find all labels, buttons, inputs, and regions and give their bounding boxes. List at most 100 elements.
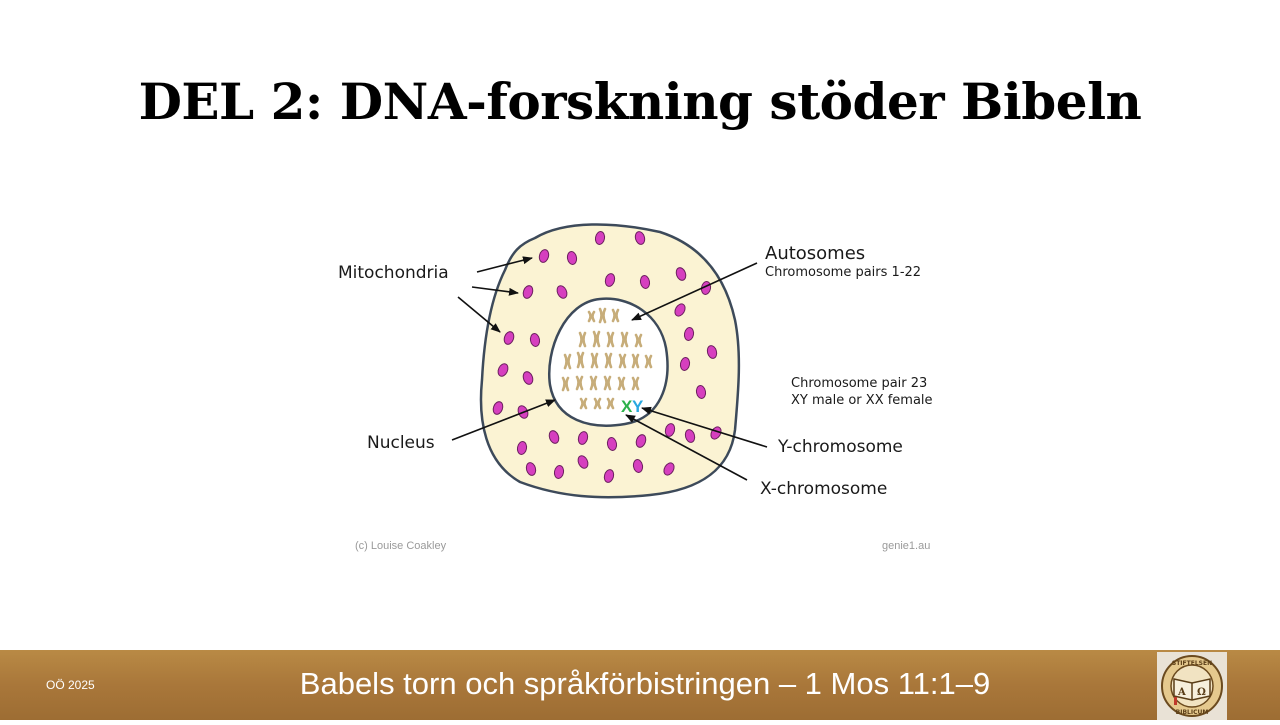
chromosome <box>611 308 616 323</box>
x-chromosome-letter: X <box>621 397 633 416</box>
mitochondrion <box>566 251 578 265</box>
chromosome <box>604 352 609 369</box>
mitochondrion <box>683 327 695 341</box>
mitochondrion <box>594 231 606 245</box>
mitochondrion <box>674 303 686 317</box>
chromosome <box>561 376 566 392</box>
footer-center-text: Babels torn och språkförbistringen – 1 M… <box>299 666 991 701</box>
mitochondrion <box>684 429 696 443</box>
mitochondrion <box>695 385 707 399</box>
chromosome <box>589 375 594 391</box>
mitochondrion <box>679 357 691 371</box>
mitochondrion <box>632 459 644 473</box>
mitochondrion <box>577 455 589 469</box>
label-arrows <box>451 256 768 481</box>
chromosome <box>615 308 620 323</box>
chromosome <box>610 331 615 348</box>
chromosome <box>621 376 626 391</box>
chromosome <box>606 331 611 348</box>
chromosome <box>624 331 629 348</box>
mitochondria-arrow <box>457 296 501 333</box>
chromosome <box>593 375 598 391</box>
chromosome <box>618 353 623 369</box>
chromosome <box>593 397 598 410</box>
chromosome <box>635 376 640 391</box>
chromosome <box>576 351 581 369</box>
pair23-label-line1: Chromosome pair 23 <box>791 376 927 391</box>
mitochondrion <box>664 423 676 437</box>
chromosome <box>648 354 653 369</box>
chromosome <box>592 330 597 348</box>
mitochondrion <box>604 273 616 287</box>
mitochondria-group <box>492 231 722 483</box>
chromosome <box>635 353 640 369</box>
chromosome <box>575 375 580 391</box>
logo-alpha: A <box>1177 687 1186 698</box>
logo-top-text: STIFTELSEN <box>1172 660 1212 667</box>
chromosome <box>594 352 599 369</box>
mitochondrion <box>553 465 565 479</box>
chromosome <box>596 330 601 348</box>
mitochondrion <box>548 430 560 444</box>
mitochondrion <box>634 231 646 245</box>
y-chromosome-arrow <box>641 406 768 448</box>
mitochondria-label: Mitochondria <box>338 263 449 283</box>
mitochondria-arrow <box>476 256 533 273</box>
credit-right: genie1.au <box>882 540 930 552</box>
credit-left: (c) Louise Coakley <box>355 540 447 552</box>
foundation-logo: A Ω STIFTELSEN BIBLICUM <box>1157 652 1227 720</box>
mitochondrion <box>522 285 534 299</box>
autosome-chromosomes <box>561 307 653 410</box>
chromosome <box>583 397 588 410</box>
chromosome <box>582 331 587 348</box>
mitochondrion <box>606 437 618 451</box>
chromosome <box>603 375 608 391</box>
footer-bar: OÖ 2025 Babels torn och språkförbistring… <box>0 650 1280 720</box>
mitochondrion <box>556 285 568 299</box>
chromosome <box>579 397 584 410</box>
mitochondrion <box>635 434 647 448</box>
chromosome <box>607 375 612 391</box>
x-chromosome-arrow <box>625 414 748 481</box>
chromosome <box>606 397 611 410</box>
nucleus-arrow <box>451 399 556 441</box>
y-chromosome-letter: Y <box>632 397 644 416</box>
chromosome <box>579 375 584 391</box>
chromosome <box>598 307 603 324</box>
chromosome <box>602 307 607 324</box>
chromosome <box>567 353 572 370</box>
mitochondrion <box>503 331 515 345</box>
pair23-label-line2: XY male or XX female <box>791 393 933 408</box>
mitochondrion <box>675 267 687 281</box>
mitochondrion <box>492 401 504 415</box>
footer-left-text: OÖ 2025 <box>46 678 95 692</box>
cell-diagram: X Y Mitochondria Nucleus Autosomes Chrom… <box>338 223 933 552</box>
mitochondrion <box>577 431 589 445</box>
bookmark-icon <box>1174 697 1177 705</box>
chromosome <box>587 310 592 323</box>
mitochondrion <box>497 363 509 377</box>
chromosome <box>608 352 613 369</box>
x-chromosome-label: X-chromosome <box>760 479 887 499</box>
chromosome <box>631 353 636 369</box>
mitochondrion <box>522 371 534 385</box>
chromosome <box>634 333 639 348</box>
mitochondrion <box>706 345 718 359</box>
mitochondrion <box>603 469 615 483</box>
nucleus-label: Nucleus <box>367 433 435 453</box>
chromosome <box>620 331 625 348</box>
chromosome <box>644 354 649 369</box>
mitochondrion <box>663 462 675 476</box>
chromosome <box>591 310 596 323</box>
chromosome <box>631 376 636 391</box>
chromosome <box>578 331 583 348</box>
chromosome <box>617 376 622 391</box>
chromosome <box>563 353 568 370</box>
logo-bottom-text: BIBLICUM <box>1176 709 1209 716</box>
chromosome <box>638 333 643 348</box>
slide-title: DEL 2: DNA-forskning stöder Bibeln <box>138 72 1142 131</box>
mitochondrion <box>525 462 537 476</box>
mitochondrion <box>516 441 528 455</box>
y-chromosome-label: Y-chromosome <box>777 437 903 457</box>
chromosome <box>565 376 570 392</box>
